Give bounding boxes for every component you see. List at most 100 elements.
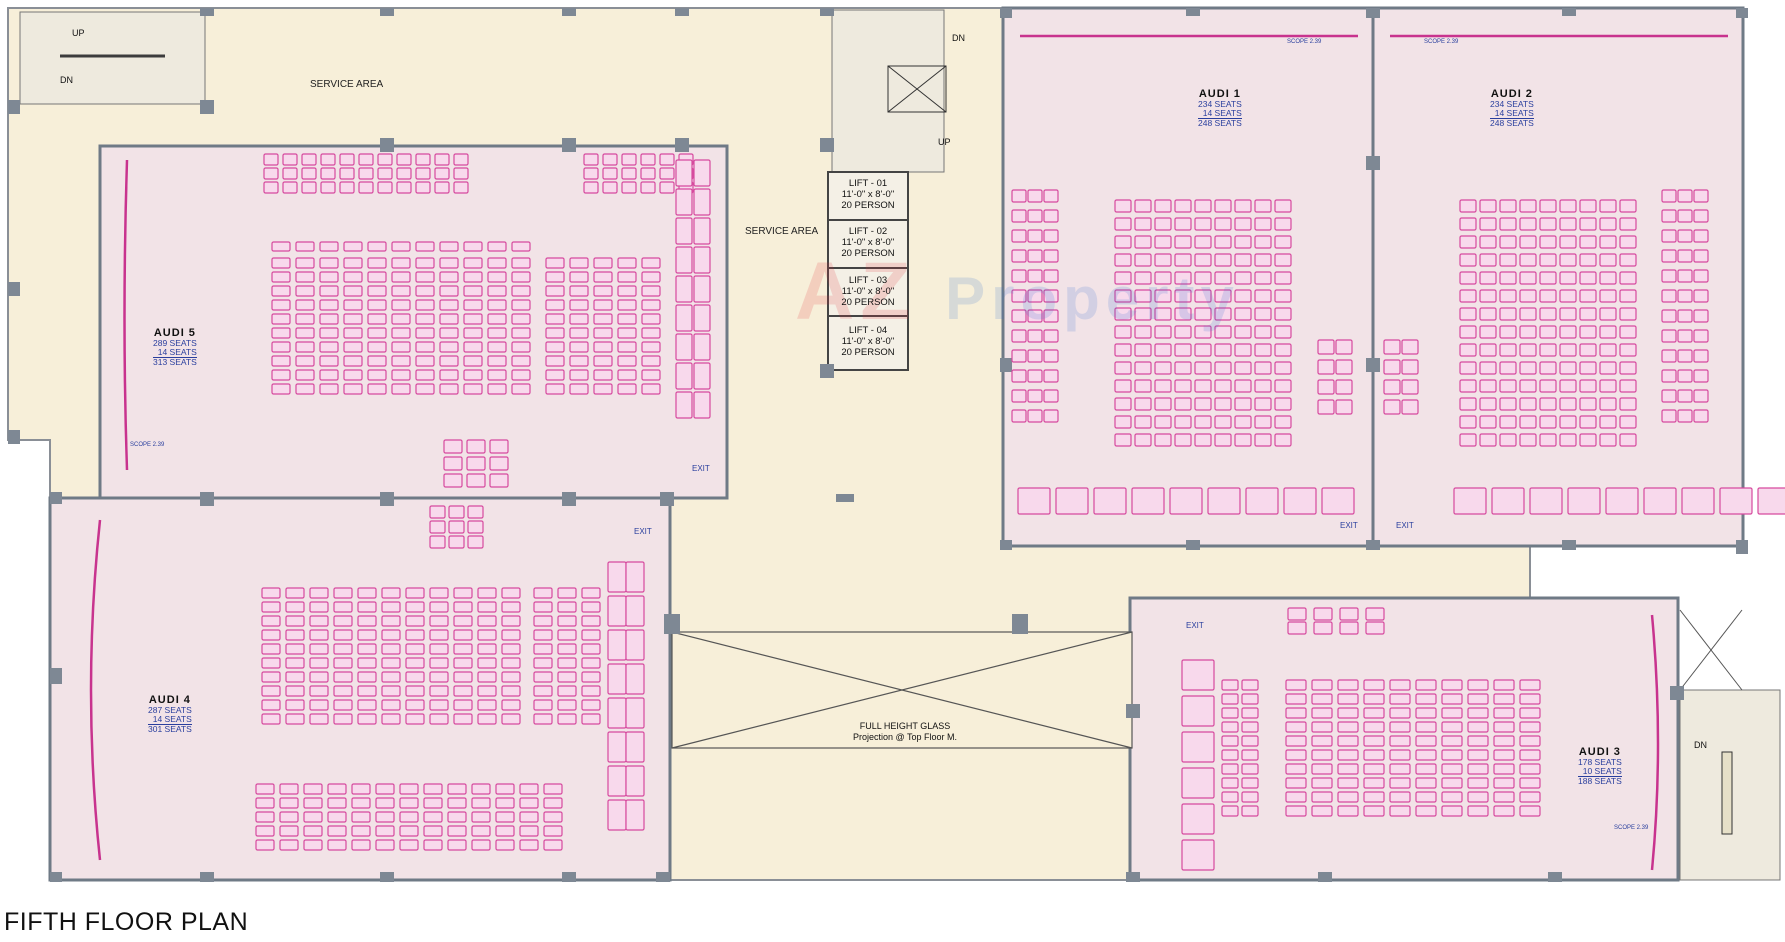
seat xyxy=(1559,415,1577,429)
seat xyxy=(439,355,459,367)
seat xyxy=(333,601,353,613)
seat xyxy=(1287,607,1307,621)
seat xyxy=(1499,415,1517,429)
seat xyxy=(439,327,459,339)
seat xyxy=(1214,379,1232,393)
seat xyxy=(471,797,491,809)
seat xyxy=(357,629,377,641)
seat xyxy=(1363,679,1385,691)
seat xyxy=(511,299,531,311)
seat xyxy=(375,825,395,837)
audi-2-recliners xyxy=(1453,487,1785,515)
seat xyxy=(495,839,515,851)
seat xyxy=(1559,235,1577,249)
seat xyxy=(1134,289,1152,303)
seat xyxy=(1599,397,1617,411)
seat xyxy=(415,299,435,311)
seat xyxy=(1241,763,1259,775)
seat xyxy=(443,439,463,454)
seat xyxy=(1493,693,1515,705)
seat xyxy=(1661,269,1677,283)
seat xyxy=(471,825,491,837)
seat xyxy=(1234,271,1252,285)
seat xyxy=(1174,433,1192,447)
audi-3-seats-main xyxy=(1285,749,1541,761)
audi-3-seats-main xyxy=(1285,777,1541,789)
audi-3-seats-left xyxy=(1221,679,1259,691)
seat xyxy=(1459,217,1477,231)
seat xyxy=(1027,369,1043,383)
stair-center-top xyxy=(831,9,947,173)
seat xyxy=(1693,249,1709,263)
seat xyxy=(271,341,291,353)
audi-3-seats-main xyxy=(1285,693,1541,705)
seat xyxy=(501,699,521,711)
seat xyxy=(357,657,377,669)
seat xyxy=(295,355,315,367)
seat xyxy=(285,615,305,627)
seat xyxy=(271,327,291,339)
seat xyxy=(1174,361,1192,375)
seat xyxy=(1154,289,1172,303)
seat xyxy=(1194,397,1212,411)
seat xyxy=(1619,307,1637,321)
seat xyxy=(533,615,553,627)
audi-3-extra: 10 SEATS xyxy=(1582,766,1622,776)
seat xyxy=(617,369,637,381)
audi-4-label: AUDI 4 287 SEATS 14 SEATS 301 SEATS xyxy=(148,694,192,734)
seat xyxy=(309,671,329,683)
seat xyxy=(545,355,565,367)
seat xyxy=(1479,325,1497,339)
seat xyxy=(543,811,563,823)
audi-2-seats-left xyxy=(1661,369,1709,383)
seat xyxy=(367,327,387,339)
seat xyxy=(1114,271,1132,285)
seat xyxy=(495,797,515,809)
seat xyxy=(295,383,315,395)
seat xyxy=(581,587,601,599)
seat xyxy=(1459,361,1477,375)
seat xyxy=(1389,791,1411,803)
seat xyxy=(1221,791,1239,803)
seat xyxy=(1363,763,1385,775)
seat xyxy=(593,257,613,269)
seat xyxy=(1274,433,1292,447)
seat xyxy=(1599,325,1617,339)
audi-5-seats-row-a xyxy=(271,241,531,252)
seat xyxy=(1241,721,1259,733)
seat xyxy=(1181,767,1215,799)
seat xyxy=(1389,777,1411,789)
seat xyxy=(1579,325,1597,339)
seat xyxy=(693,333,711,361)
seat xyxy=(333,615,353,627)
stair-up-label-center: UP xyxy=(938,137,951,147)
seat xyxy=(557,685,577,697)
seat xyxy=(1539,397,1557,411)
audi-4-seats-main xyxy=(261,601,521,613)
seat xyxy=(1214,199,1232,213)
seat xyxy=(351,839,371,851)
seat xyxy=(617,285,637,297)
seat xyxy=(396,153,412,166)
audi-1-seats-main xyxy=(1114,289,1292,303)
seat xyxy=(320,167,336,180)
seat xyxy=(271,299,291,311)
audi-1-seats-main xyxy=(1114,379,1292,393)
seat xyxy=(581,657,601,669)
seat xyxy=(271,241,291,252)
seat xyxy=(1043,289,1059,303)
seat xyxy=(1467,777,1489,789)
seat xyxy=(319,299,339,311)
seat xyxy=(1559,433,1577,447)
seat xyxy=(1274,253,1292,267)
seat xyxy=(1519,199,1537,213)
seat xyxy=(607,629,627,661)
seat xyxy=(295,313,315,325)
seat xyxy=(467,535,484,549)
seat xyxy=(1677,309,1693,323)
seat xyxy=(327,839,347,851)
seat xyxy=(625,561,645,593)
seat xyxy=(1519,693,1541,705)
seat xyxy=(501,713,521,725)
seat xyxy=(1011,409,1027,423)
